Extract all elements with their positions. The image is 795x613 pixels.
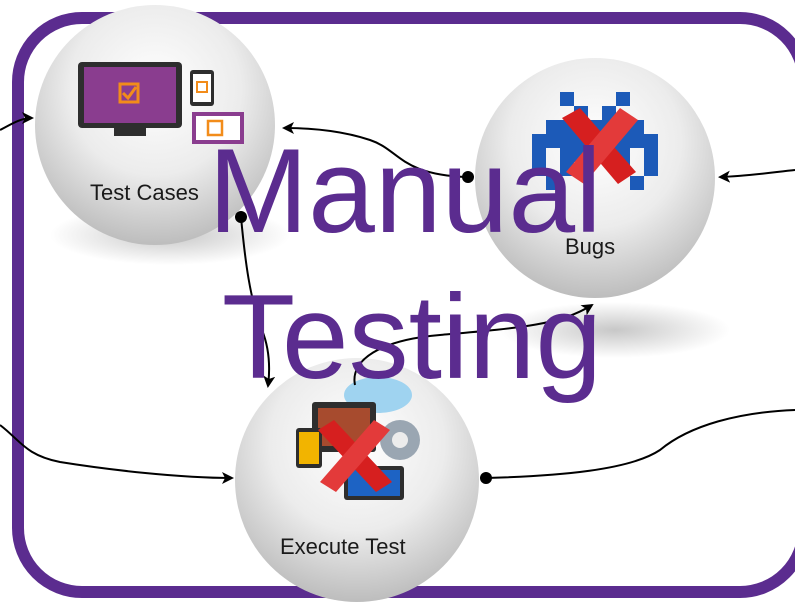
node-execute-test: Execute Test [235,358,479,602]
node-bugs: Bugs [475,58,730,358]
red-cross-icon [318,420,392,492]
connector-execute-test-to-right-out [480,409,795,484]
connector-execute-test-to-bugs [353,303,594,386]
connector-right-in-to-bugs [718,169,795,183]
title-line-1: Manual [208,124,602,258]
node-label-execute-test: Execute Test [280,534,406,559]
title-line-2: Testing [222,270,602,404]
connector-left-in-to-execute-test [0,424,234,484]
devices-cloud-gear-crossed-icon [296,377,420,500]
connector-bugs-to-test-cases [282,122,474,183]
connector-test-cases-to-execute-test [235,211,276,388]
node-test-cases: Test Cases [35,5,290,265]
node-label-bugs: Bugs [565,234,615,259]
pixel-invader-crossed-icon [532,92,658,190]
title-overlay: Manual Testing [208,124,602,404]
monitor-tablet-phone-checkbox-icon [78,62,244,144]
red-cross-icon [562,108,638,184]
connector-left-in-to-test-cases [0,112,34,131]
node-label-test-cases: Test Cases [90,180,199,205]
